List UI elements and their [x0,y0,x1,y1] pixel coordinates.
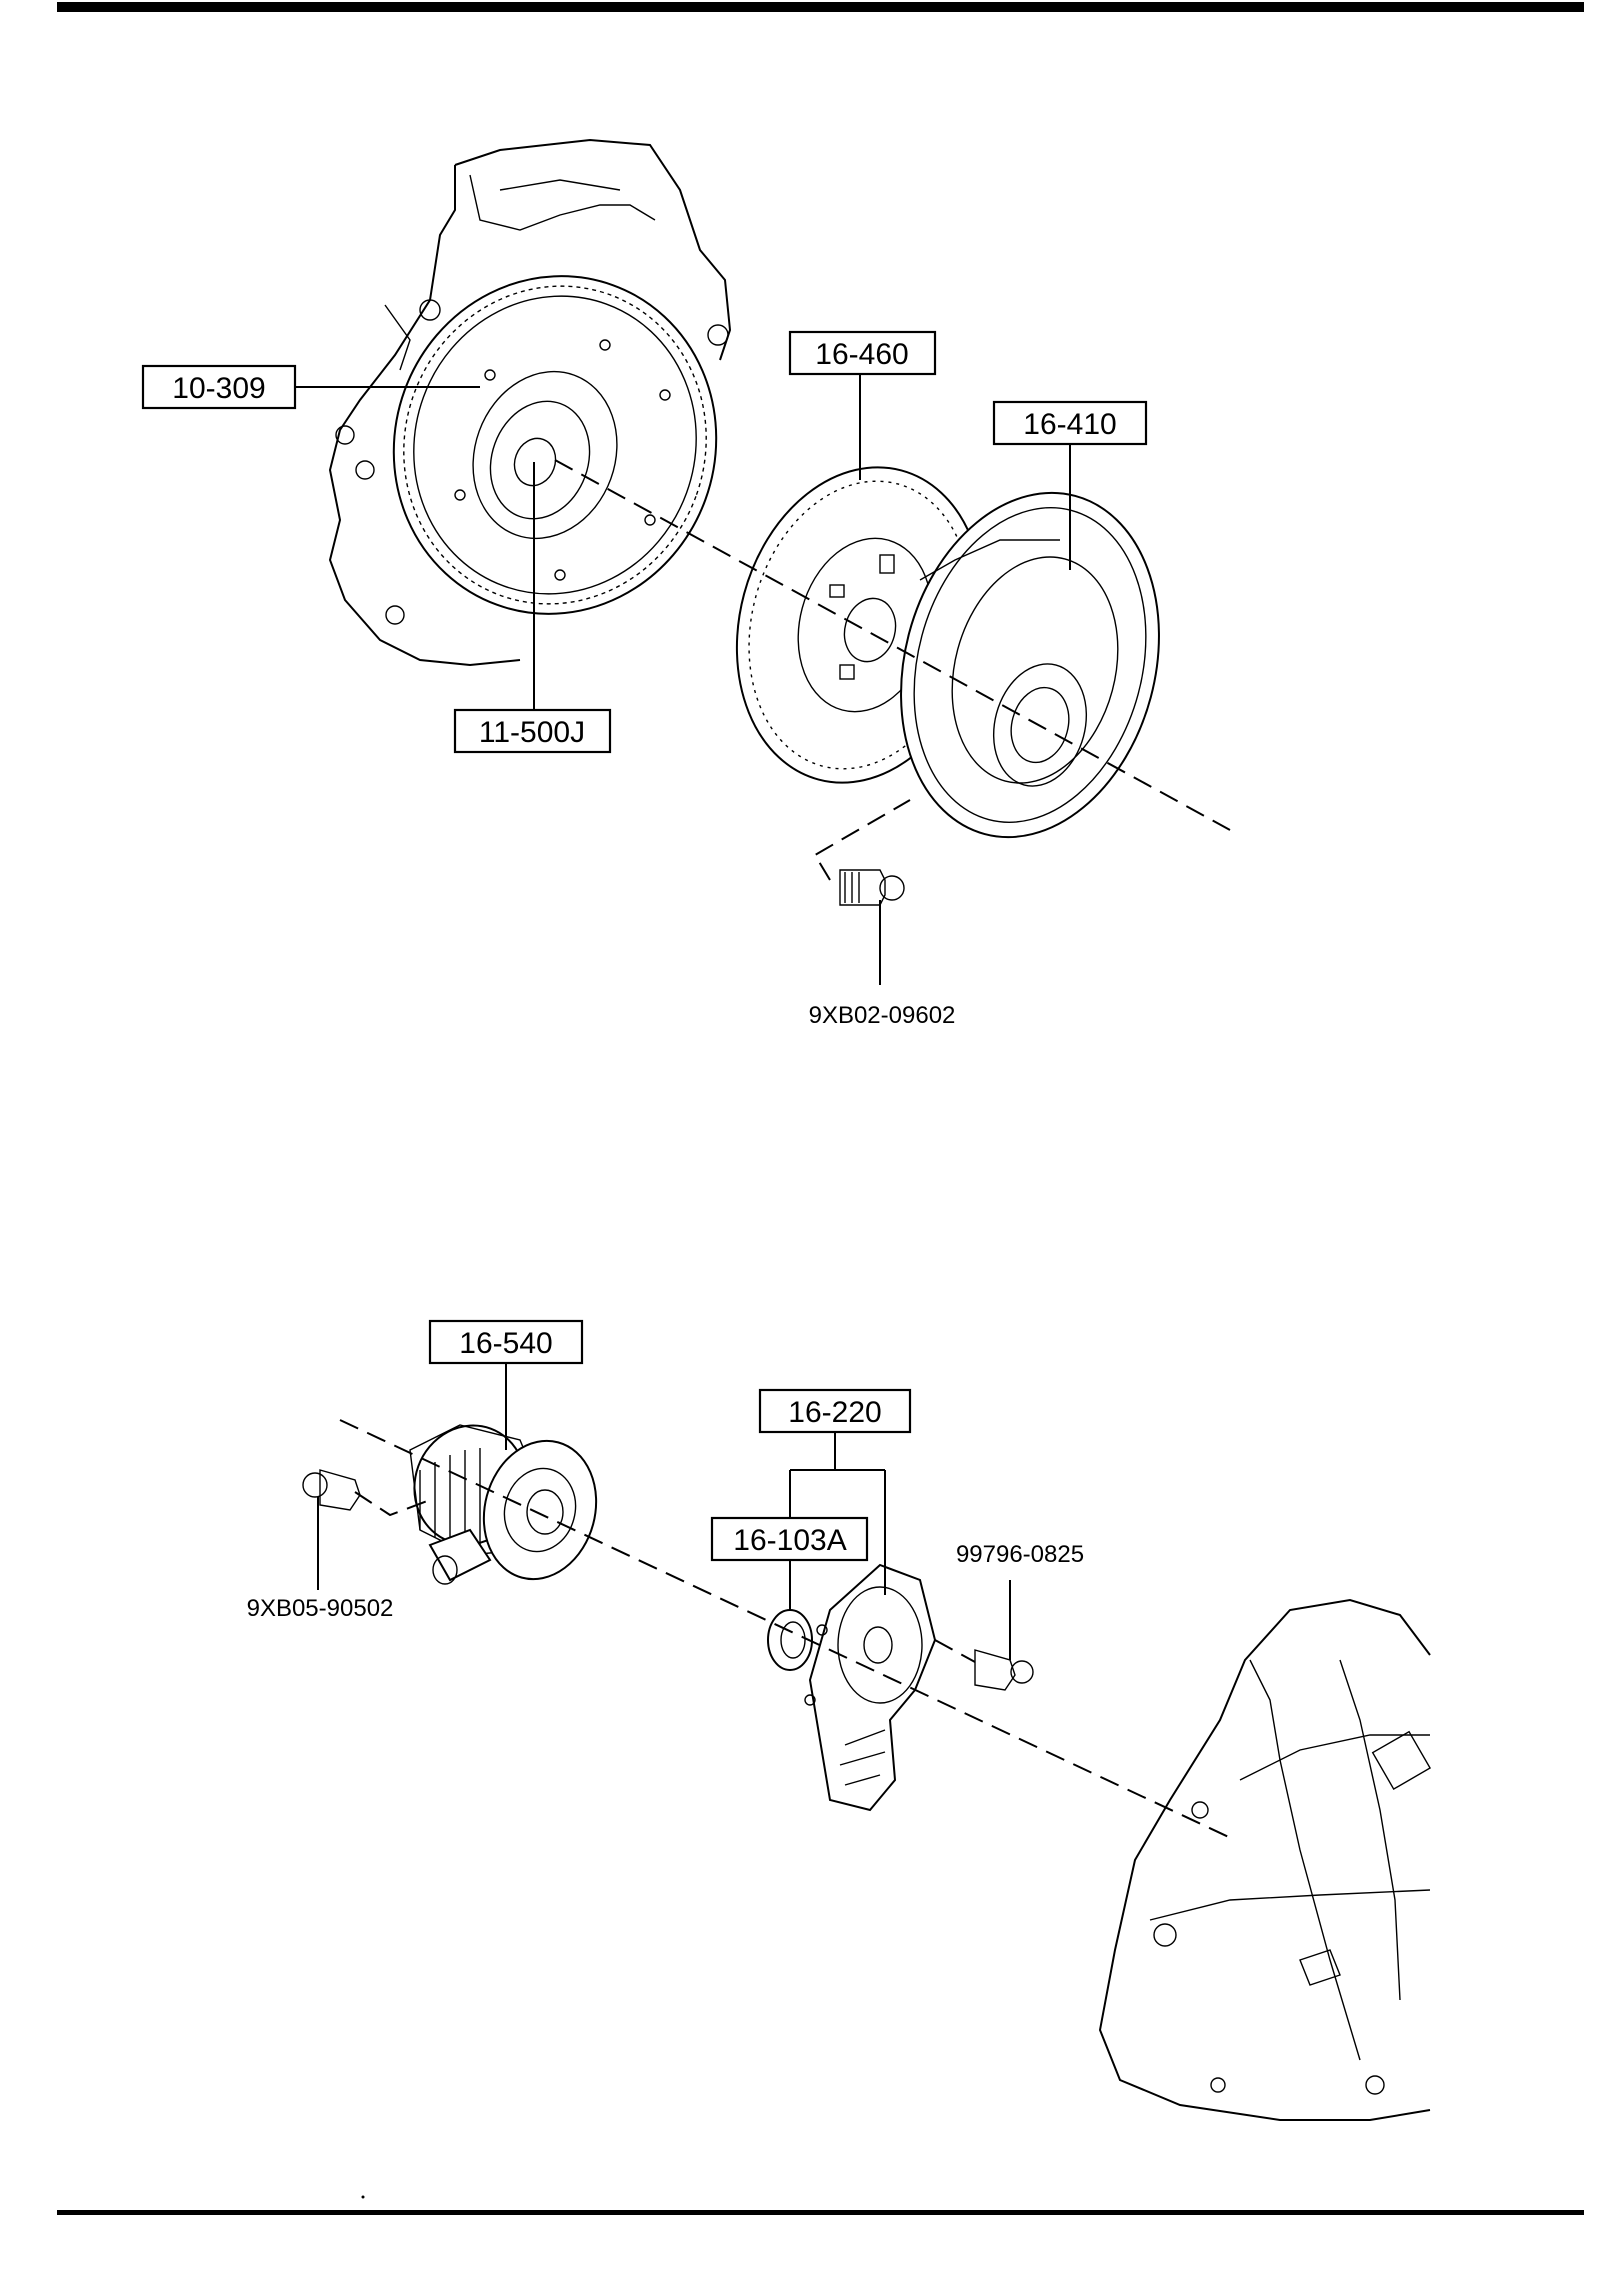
lower-assembly-axis [339,1419,1236,1841]
cover-bolt-drawing [839,869,905,906]
svg-text:16-103A: 16-103A [733,1524,846,1557]
svg-text:16-410: 16-410 [1023,408,1116,441]
svg-text:16-220: 16-220 [788,1396,881,1429]
upper-assembly-axis [554,459,1231,831]
bolt-path-lower [354,1491,431,1517]
svg-text:9XB05-90502: 9XB05-90502 [247,1595,394,1622]
callout-bracket-group: 16-220 [758,1388,912,1434]
slave-bolt-drawing [302,1469,361,1511]
bolt-path-upper [813,799,911,881]
svg-text:9XB02-09602: 9XB02-09602 [809,1002,956,1029]
callout-flywheel: 10-309 [141,364,297,410]
engine-block-outline [328,138,732,667]
top-border-rule [57,2,1584,12]
callout-slave-bolt: 9XB05-90502 [247,1595,394,1622]
stray-mark [361,2195,365,2199]
bottom-border-rule [57,2210,1584,2215]
svg-text:99796-0825: 99796-0825 [956,1541,1084,1568]
callout-cover-bolt: 9XB02-09602 [809,1002,956,1029]
callout-release-cylinder: 16-540 [428,1319,584,1365]
bracket-drawing [804,1563,937,1812]
svg-text:11-500J: 11-500J [479,716,585,749]
release-cylinder-drawing [409,1424,598,1585]
callout-pilot-bearing: 11-500J [453,708,612,754]
flywheel-drawing [392,275,718,615]
bolt-path-bracket [934,1639,976,1663]
svg-text:10-309: 10-309 [172,372,265,405]
seal-drawing [767,1609,813,1671]
leader-bracket-group [789,1432,886,1595]
callout-clutch-disc: 16-460 [788,330,937,376]
clutch-cover-drawing [900,491,1160,839]
callout-seal: 16-103A [710,1516,869,1562]
svg-text:16-540: 16-540 [459,1327,552,1360]
callout-bracket-bolt: 99796-0825 [956,1541,1084,1568]
bracket-bolt-drawing [974,1649,1034,1691]
callout-clutch-cover: 16-410 [992,400,1148,446]
svg-text:16-460: 16-460 [815,338,908,371]
transmission-housing-drawing [1098,1598,1432,2121]
